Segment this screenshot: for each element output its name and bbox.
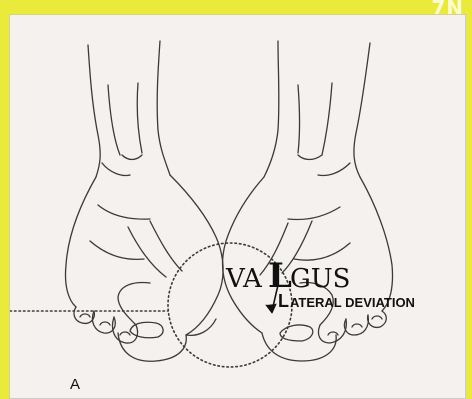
right-foot-drawing: [223, 41, 393, 361]
valgus-label-part2: L: [268, 256, 292, 296]
feet-illustration: VA L GUS L ATERAL DEVIATION A: [10, 15, 466, 399]
left-foot-drawing: [65, 41, 223, 361]
lateral-initial: L: [278, 291, 289, 311]
panel-letter: A: [70, 376, 80, 393]
lateral-deviation-label: ATERAL DEVIATION: [290, 295, 415, 310]
valgus-label-part1: VA: [225, 264, 263, 294]
valgus-label-part3: GUS: [290, 264, 351, 294]
illustration-panel: VA L GUS L ATERAL DEVIATION A: [9, 14, 466, 399]
